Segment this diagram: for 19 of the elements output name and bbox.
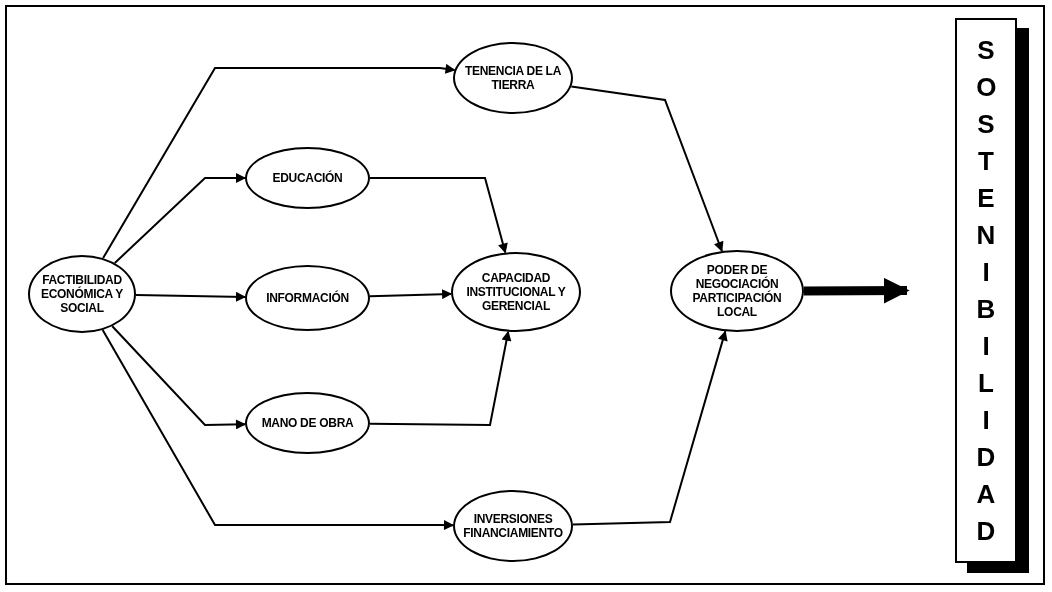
node-label: EDUCACIÓN <box>272 171 343 185</box>
arrow <box>570 85 724 252</box>
arrow <box>369 177 508 254</box>
node-label: PODER DE NEGOCIACIÓN PARTICIPACIÓN LOCAL <box>691 263 783 319</box>
node-label: MANO DE OBRA <box>261 416 354 430</box>
node-label: FACTIBILIDAD ECONÓMICA Y SOCIAL <box>39 273 124 315</box>
arrow <box>111 325 246 430</box>
arrow <box>368 289 453 300</box>
arrow <box>571 330 728 526</box>
node-label: TENENCIA DE LA TIERRA <box>464 64 562 92</box>
node-label: INVERSIONES FINANCIAMIENTO <box>463 512 563 540</box>
arrow <box>135 291 246 302</box>
node-label: INFORMACIÓN <box>266 291 349 305</box>
arrow <box>113 173 246 264</box>
arrow <box>101 329 454 531</box>
vertical-title: SOSTENIBILIDAD <box>976 33 996 548</box>
node-label: CAPACIDAD INSTITUCIONAL Y GERENCIAL <box>465 271 567 313</box>
thick-arrow <box>804 277 910 304</box>
arrow <box>369 330 512 426</box>
